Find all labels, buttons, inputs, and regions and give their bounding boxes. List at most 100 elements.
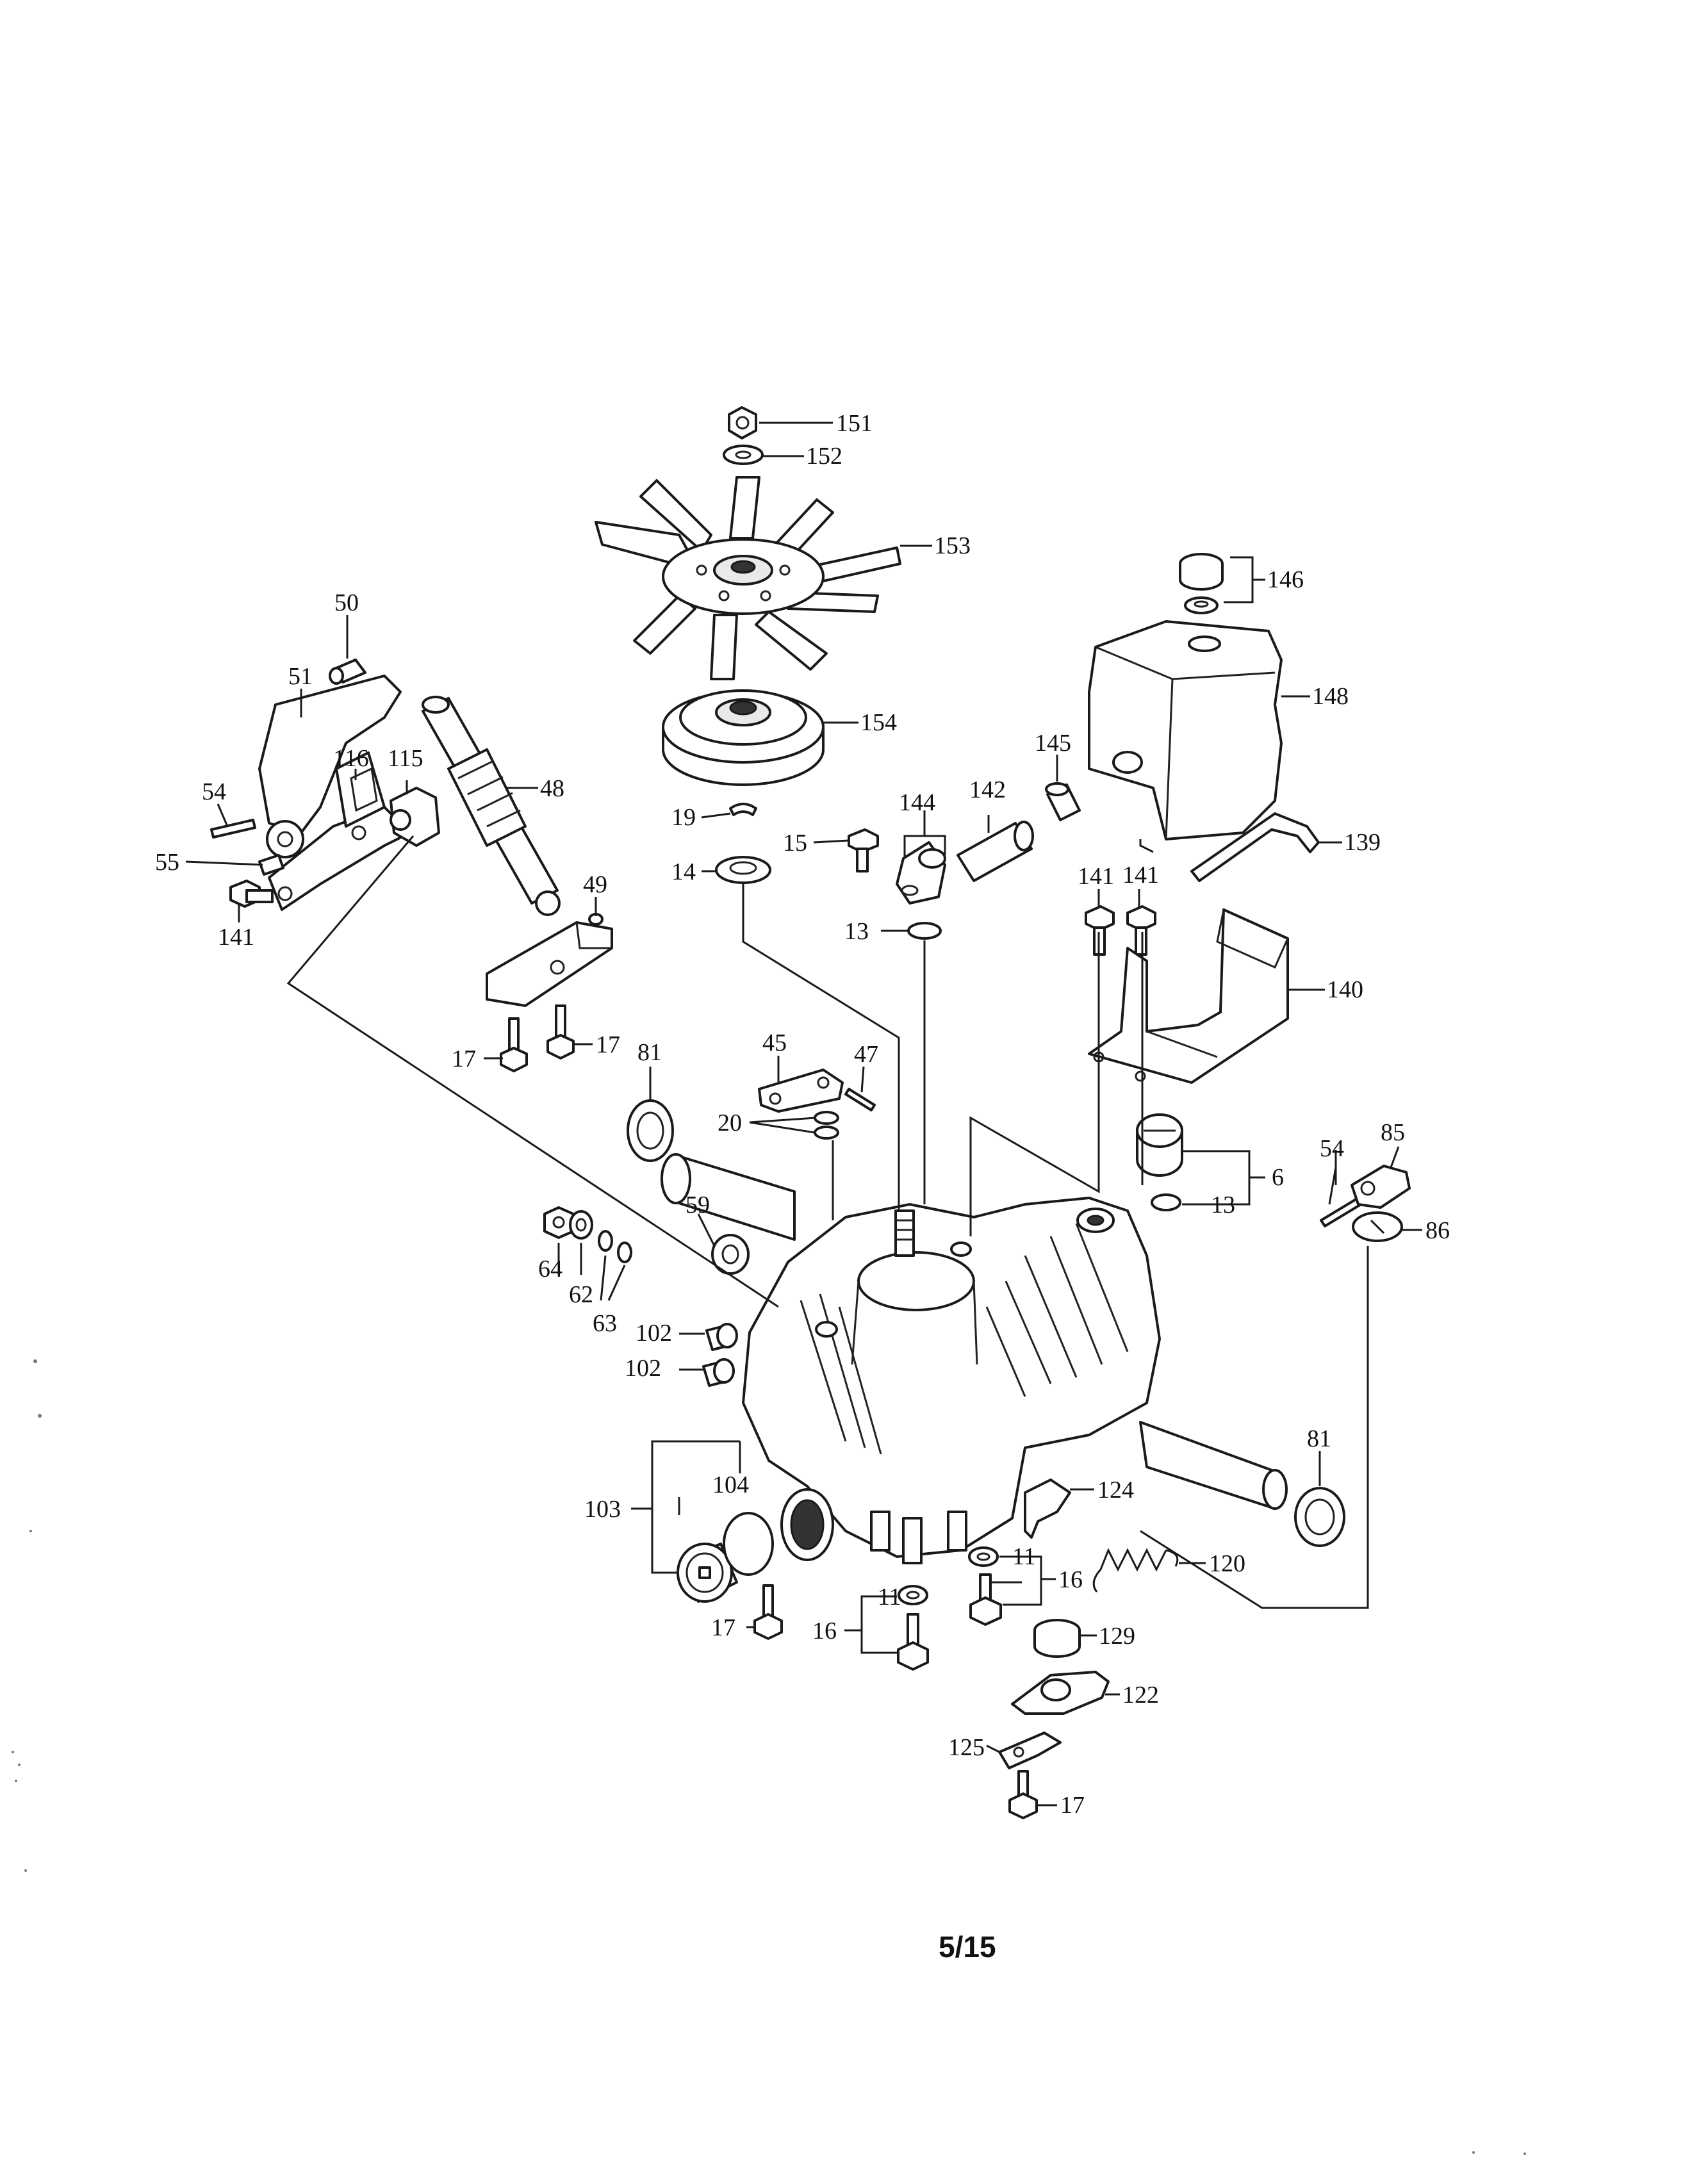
callout-13-top: 13 bbox=[844, 918, 869, 945]
bolt-17-pair bbox=[500, 1004, 575, 1072]
washer-62 bbox=[569, 1210, 593, 1240]
callout-14: 14 bbox=[671, 858, 696, 885]
fitting-145 bbox=[1045, 782, 1081, 821]
bolt-17-bottom bbox=[1008, 1770, 1038, 1819]
callout-115: 115 bbox=[388, 745, 423, 772]
elbow-144 bbox=[896, 841, 946, 905]
callout-104: 104 bbox=[712, 1471, 749, 1498]
breather-tube-139 bbox=[1190, 812, 1320, 882]
hose-142 bbox=[957, 821, 1034, 882]
callout-124: 124 bbox=[1097, 1477, 1134, 1503]
pin-54-left bbox=[210, 819, 256, 839]
bushing-102-b bbox=[702, 1358, 735, 1387]
key-19 bbox=[729, 803, 757, 816]
callout-51: 51 bbox=[288, 663, 313, 690]
callouts: 151 152 153 154 146 148 139 140 145 142 … bbox=[155, 410, 1450, 1819]
callout-11-b: 11 bbox=[878, 1584, 901, 1610]
bracket-140 bbox=[1088, 908, 1289, 1084]
bolt-16-b bbox=[897, 1613, 929, 1671]
callout-145: 145 bbox=[1035, 730, 1071, 757]
callout-152: 152 bbox=[806, 443, 842, 470]
bolt-141-right bbox=[1085, 905, 1156, 956]
reservoir-148 bbox=[1088, 620, 1283, 840]
seal-81-right bbox=[1294, 1487, 1345, 1547]
callout-85: 85 bbox=[1381, 1119, 1405, 1146]
callout-103: 103 bbox=[584, 1496, 621, 1523]
orings-63 bbox=[598, 1230, 632, 1263]
callout-55: 55 bbox=[155, 849, 179, 876]
callout-49: 49 bbox=[583, 871, 607, 898]
callout-144: 144 bbox=[899, 789, 935, 816]
callout-81-left: 81 bbox=[637, 1039, 662, 1066]
bolt-141-left bbox=[229, 880, 274, 908]
callout-102-b: 102 bbox=[625, 1355, 661, 1382]
callout-17-a: 17 bbox=[452, 1045, 476, 1072]
filter-cap-103 bbox=[677, 1543, 738, 1603]
callout-6: 6 bbox=[1272, 1164, 1284, 1191]
callout-48: 48 bbox=[540, 775, 564, 802]
oring-13-right bbox=[1151, 1193, 1181, 1211]
callout-153: 153 bbox=[934, 532, 971, 559]
callout-154: 154 bbox=[860, 709, 897, 736]
switch-115 bbox=[390, 787, 440, 847]
callout-47: 47 bbox=[854, 1041, 878, 1068]
seal-59 bbox=[711, 1234, 750, 1275]
callout-17-c: 17 bbox=[711, 1614, 735, 1641]
bracket-124 bbox=[1024, 1479, 1071, 1539]
spacer-55 bbox=[258, 854, 284, 876]
callout-120: 120 bbox=[1209, 1550, 1245, 1577]
callout-129: 129 bbox=[1099, 1623, 1135, 1650]
callout-50: 50 bbox=[334, 589, 359, 616]
callout-62: 62 bbox=[569, 1281, 593, 1308]
bushing-102-a bbox=[705, 1323, 738, 1351]
pin-50 bbox=[329, 659, 366, 685]
bracket-49 bbox=[486, 913, 613, 1007]
callout-54-right: 54 bbox=[1320, 1135, 1344, 1162]
callout-45: 45 bbox=[762, 1029, 787, 1056]
spring-86 bbox=[1352, 1211, 1403, 1242]
scan-specks bbox=[12, 1359, 1526, 2155]
link-plate bbox=[268, 806, 411, 911]
callout-141-left: 141 bbox=[218, 924, 254, 951]
callout-11-a: 11 bbox=[1012, 1543, 1036, 1570]
oring-13-top bbox=[907, 922, 942, 940]
spring-120 bbox=[1092, 1548, 1179, 1593]
callout-125: 125 bbox=[948, 1734, 985, 1761]
bracket-116 bbox=[335, 751, 386, 828]
callout-102-a: 102 bbox=[636, 1320, 672, 1347]
washer-11-a bbox=[968, 1546, 999, 1567]
bolt-17-lower bbox=[753, 1584, 783, 1640]
callout-13-right: 13 bbox=[1211, 1192, 1235, 1218]
page-number: 5/15 bbox=[939, 1930, 996, 1963]
callout-20: 20 bbox=[718, 1110, 742, 1136]
nut-151 bbox=[728, 406, 757, 439]
callout-54-left: 54 bbox=[202, 778, 226, 805]
callout-116: 116 bbox=[333, 745, 369, 772]
callout-16-a: 16 bbox=[1058, 1566, 1083, 1593]
callout-146: 146 bbox=[1267, 566, 1304, 593]
callout-17-d: 17 bbox=[1060, 1792, 1085, 1819]
callout-19: 19 bbox=[671, 804, 696, 831]
callout-142: 142 bbox=[969, 776, 1006, 803]
washer-152 bbox=[723, 445, 764, 465]
callout-64: 64 bbox=[538, 1256, 562, 1282]
lever-45 bbox=[758, 1069, 844, 1113]
arm-51 bbox=[258, 675, 402, 858]
callout-86: 86 bbox=[1425, 1217, 1450, 1244]
washer-11-b bbox=[898, 1585, 928, 1605]
callout-151: 151 bbox=[836, 410, 873, 437]
callout-15: 15 bbox=[783, 830, 807, 856]
pin-47 bbox=[844, 1088, 876, 1111]
filter-104 bbox=[723, 1512, 774, 1576]
transaxle-housing bbox=[661, 1153, 1288, 1564]
callout-139: 139 bbox=[1344, 829, 1381, 856]
plug-6 bbox=[1136, 1113, 1183, 1177]
arm-85 bbox=[1351, 1165, 1411, 1209]
bolt-15 bbox=[848, 828, 879, 872]
leader-lines bbox=[185, 422, 1422, 1806]
callout-63: 63 bbox=[593, 1310, 617, 1337]
callout-59: 59 bbox=[686, 1192, 710, 1218]
callout-122: 122 bbox=[1122, 1682, 1159, 1708]
callout-140: 140 bbox=[1327, 976, 1363, 1003]
